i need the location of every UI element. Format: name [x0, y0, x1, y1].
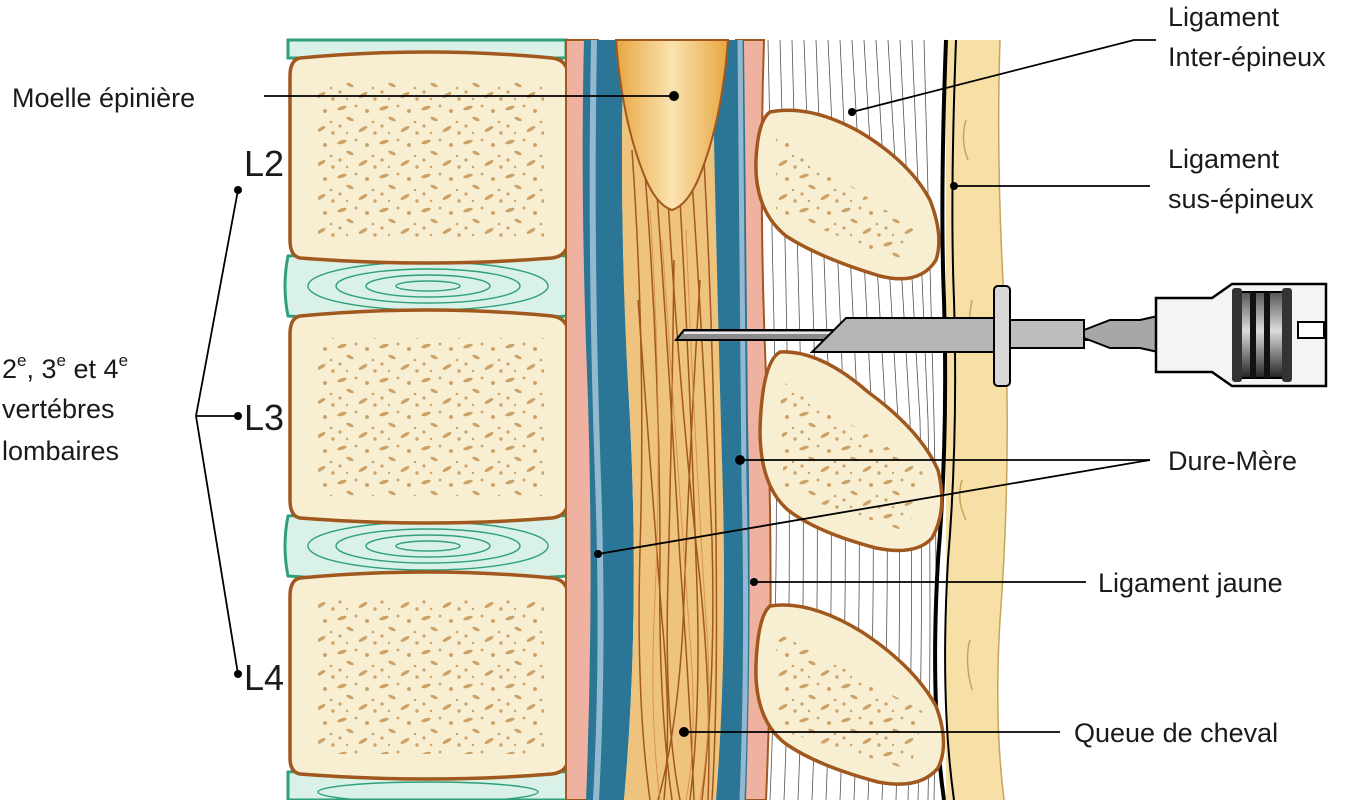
vertebral-column: [283, 38, 573, 800]
label-vertebrae-line3: lombaires: [2, 436, 119, 466]
syringe: [1154, 282, 1328, 388]
spinal-needle: [673, 285, 1159, 387]
spinal-canal: [565, 39, 772, 800]
label-susepineux-line1: Ligament: [1168, 144, 1280, 174]
vertebral-body-l2: [288, 50, 570, 265]
label-level-l3: L3: [244, 397, 284, 438]
spinous-process-l2: [754, 108, 941, 281]
leader-lines: [195, 39, 1156, 737]
posterior-elements: [754, 39, 1008, 800]
label-vertebrae-line1: 2e, 3e et 4e: [2, 351, 128, 384]
spinal-cord: [614, 39, 730, 212]
cauda-equina-fibers: [631, 149, 718, 800]
label-level-l2: L2: [244, 143, 284, 184]
label-level-l4: L4: [244, 657, 284, 698]
vertebral-body-l3: [288, 308, 570, 525]
skin: [946, 40, 1008, 800]
label-vertebrae-line2: vertébres: [2, 394, 115, 424]
label-moelle-epiniere: Moelle épinière: [12, 83, 195, 113]
labels: Moelle épinière Ligament Inter-épineux L…: [2, 2, 1326, 748]
vertebral-body-l4: [288, 570, 570, 781]
label-susepineux-line2: sus-épineux: [1168, 184, 1314, 214]
label-interepineux-line2: Inter-épineux: [1168, 42, 1326, 72]
spinous-process-l4: [754, 603, 946, 786]
label-dure-mere: Dure-Mère: [1168, 446, 1297, 476]
label-ligament-jaune: Ligament jaune: [1098, 568, 1283, 598]
label-queue-de-cheval: Queue de cheval: [1074, 718, 1278, 748]
label-interepineux-line1: Ligament: [1168, 2, 1280, 32]
supraspinous-ligament: [933, 39, 948, 800]
spinous-process-l3: [758, 350, 944, 553]
